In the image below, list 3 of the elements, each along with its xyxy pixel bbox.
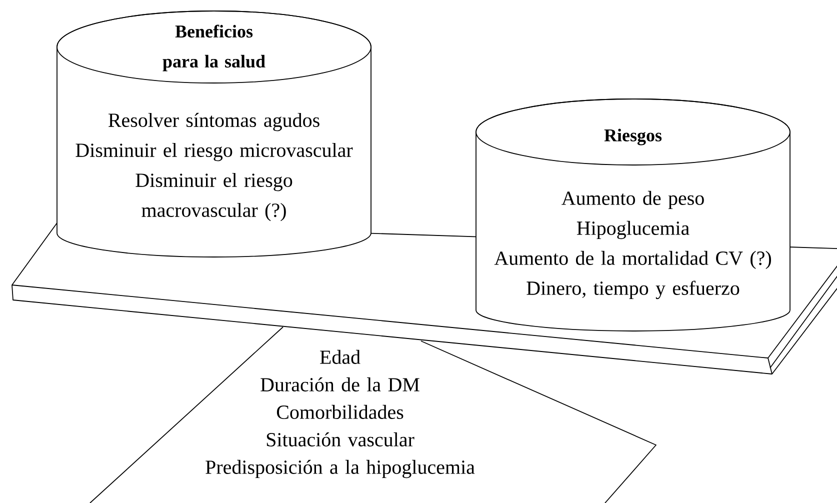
cylinder: Beneficios para la salud Resolver síntomas agudos Disminuir el riesgo microvascular Disminuir el riesgo macrovascular (?) xyxy=(56,10,372,258)
cylinder: Riesgos Aumento de peso Hipoglucemia Aumento de la mortalidad CV (?) Dinero, tiempo y esfuerzo xyxy=(476,98,790,332)
fulcrum: Edad Duración de la DM Comorbilidades Situación vascular Predisposición a la hipoglucemia xyxy=(90,326,656,503)
